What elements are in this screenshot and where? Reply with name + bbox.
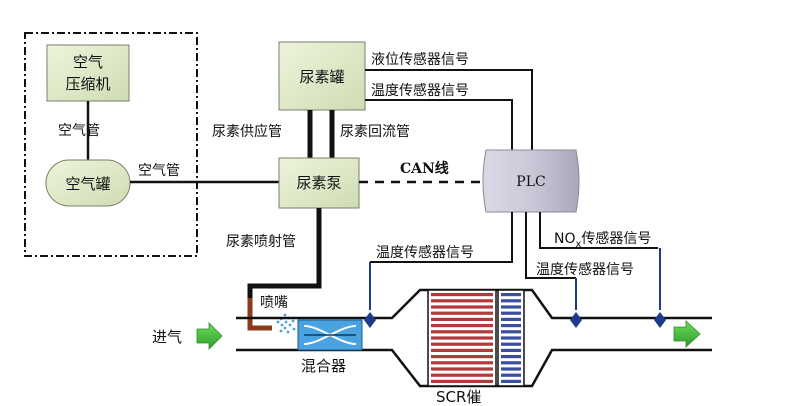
catalyst-blue-stripe (501, 336, 521, 340)
air-tank-node: 空气罐 (45, 159, 131, 207)
scr-catalyst-red (427, 289, 497, 387)
inlet-temp-signal-label: 温度传感器信号 (376, 244, 474, 261)
level-signal-line (365, 69, 533, 150)
catalyst-red-stripe (431, 367, 493, 371)
urea-pump-node: 尿素泵 (278, 157, 360, 209)
urea-tank-label: 尿素罐 (299, 68, 344, 86)
urea-supply-label: 尿素供应管 (212, 123, 282, 140)
outlet-temp-signal-label: 温度传感器信号 (536, 261, 634, 278)
scr-catalyst-blue (497, 289, 525, 387)
nox-signal-label: NOx传感器信号 (554, 230, 651, 250)
inlet-label: 进气 (152, 328, 182, 346)
catalyst-blue-stripe (501, 293, 521, 297)
catalyst-red-stripe (431, 317, 493, 321)
can-bus-label: CAN线 (400, 160, 449, 177)
catalyst-blue-stripe (501, 367, 521, 371)
catalyst-label: SCR催 (436, 388, 481, 406)
level-signal-label: 液位传感器信号 (371, 51, 469, 68)
inlet-arrow-icon (196, 322, 223, 350)
catalyst-blue-stripe (501, 361, 521, 365)
air-compressor-label-1: 空气 (73, 53, 103, 71)
urea-injection-pipe (247, 208, 322, 300)
catalyst-blue-stripe (501, 311, 521, 315)
air-compressor-node: 空气 压缩机 (46, 44, 130, 102)
outlet-temp-signal-line (525, 212, 576, 279)
catalyst-blue-stripe (501, 317, 521, 321)
nox-suffix: 传感器信号 (581, 230, 651, 247)
catalyst-red-stripe (431, 336, 493, 340)
catalyst-red-stripe (431, 330, 493, 334)
catalyst-red-stripe (431, 311, 493, 315)
nox-prefix: NO (554, 231, 576, 247)
outlet-sensor-icon (570, 278, 582, 328)
catalyst-red-stripe (431, 355, 493, 359)
catalyst-blue-stripe (501, 330, 521, 334)
nox-subscript: x (576, 239, 582, 250)
air-pipe-horizontal-label: 空气管 (138, 163, 180, 179)
catalyst-blue-stripe (501, 373, 521, 377)
plc-label: PLC (516, 174, 545, 190)
catalyst-red-stripe (431, 348, 493, 352)
tank-temp-signal-line (365, 99, 513, 150)
nox-sensor-icon (654, 248, 666, 328)
nozzle-label: 喷嘴 (260, 295, 288, 311)
urea-tank-node: 尿素罐 (278, 41, 366, 111)
catalyst-red-stripe (431, 324, 493, 328)
catalyst-red-stripe (431, 342, 493, 346)
catalyst-red-stripe (431, 361, 493, 365)
catalyst-blue-stripe (501, 379, 521, 383)
tank-temp-signal-label: 温度传感器信号 (371, 82, 469, 99)
urea-pump-label: 尿素泵 (296, 174, 341, 192)
air-system-boundary (24, 32, 198, 257)
catalyst-blue-stripe (501, 305, 521, 309)
nox-signal-line-upper (539, 212, 658, 249)
catalyst-red-stripe (431, 299, 493, 303)
plc-node: PLC (482, 149, 580, 213)
catalyst-blue-stripe (501, 342, 521, 346)
catalyst-blue-stripe (501, 355, 521, 359)
catalyst-blue-stripe (501, 324, 521, 328)
urea-return-label: 尿素回流管 (340, 124, 410, 140)
mixer-icon (297, 319, 363, 351)
catalyst-blue-stripe (501, 348, 521, 352)
inlet-temp-signal-line (370, 212, 513, 263)
catalyst-red-stripe (431, 373, 493, 377)
air-compressor-label-2: 压缩机 (65, 75, 110, 93)
catalyst-red-stripe (431, 379, 493, 383)
catalyst-red-stripe (431, 305, 493, 309)
catalyst-red-stripe (431, 293, 493, 297)
air-tank-label: 空气罐 (65, 175, 110, 193)
inlet-sensor-icon (364, 262, 376, 328)
catalyst-blue-stripe (501, 299, 521, 303)
outlet-arrow-icon (673, 320, 701, 348)
air-pipe-vertical-label: 空气管 (58, 123, 100, 139)
urea-injection-label: 尿素喷射管 (226, 234, 296, 250)
mixer-label: 混合器 (301, 357, 346, 375)
